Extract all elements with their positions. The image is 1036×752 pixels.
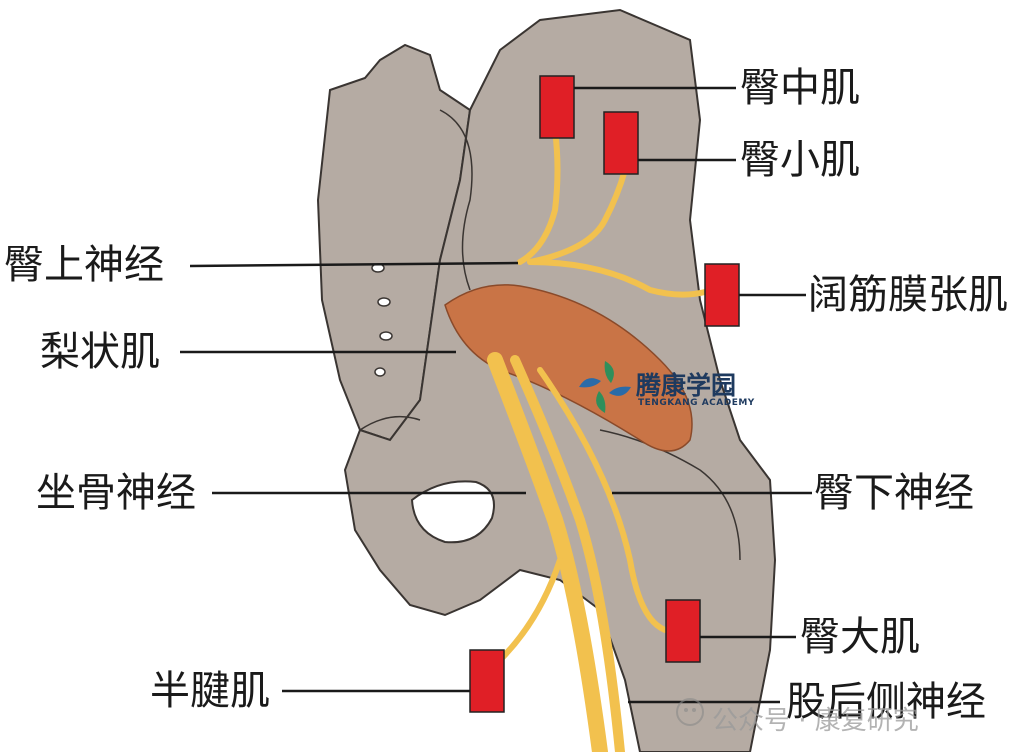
academy-logo-name: 腾康学园 — [636, 371, 737, 400]
label-gluteus-medius: 臀中肌 — [740, 65, 860, 111]
wechat-icon — [676, 698, 704, 726]
academy-logo-subtitle: TENGKANG ACADEMY — [638, 398, 755, 408]
marker-gluteus-maximus — [665, 599, 701, 663]
bone-contour — [599, 429, 741, 561]
sacral-foramen — [379, 331, 393, 341]
label-semitendinosus: 半腱肌 — [150, 668, 270, 714]
superior-gluteal-nerve — [527, 167, 628, 265]
label-superior-gluteal-nerve: 臀上神经 — [4, 242, 164, 288]
label-tensor-fasciae-latae: 阔筋膜张肌 — [808, 272, 1008, 318]
marker-semitendinosus — [469, 649, 505, 713]
sciatic-nerve — [487, 352, 608, 752]
watermark-text: 公众号 · 康复研究 — [712, 706, 919, 736]
label-gluteus-maximus: 臀大肌 — [800, 614, 920, 660]
academy-logo-icon — [579, 361, 631, 413]
bone-contour — [359, 415, 421, 431]
sciatic-nerve — [510, 355, 625, 752]
sacral-foramen — [377, 297, 391, 307]
label-gluteus-minimus: 臀小肌 — [740, 137, 860, 183]
label-posterior-femoral-cutaneous-nerve: 股后侧神经 — [786, 679, 986, 725]
superior-gluteal-nerve — [517, 127, 561, 265]
sacral-foramen — [374, 367, 386, 377]
leader-lines — [180, 86, 812, 704]
label-piriformis: 梨状肌 — [40, 329, 160, 375]
superior-gluteal-nerve — [527, 259, 708, 298]
marker-gluteus-medius — [539, 75, 575, 139]
leader-superior-gluteal-nerve — [189, 261, 519, 268]
nerves — [473, 127, 708, 752]
marker-tensor-fasciae-latae — [704, 263, 740, 327]
inferior-gluteal-nerve — [537, 367, 668, 633]
obturator-foramen — [410, 480, 495, 544]
label-inferior-gluteal-nerve: 臀下神经 — [814, 470, 974, 516]
label-sciatic-nerve: 坐骨神经 — [36, 470, 196, 516]
marker-gluteus-minimus — [603, 111, 639, 175]
